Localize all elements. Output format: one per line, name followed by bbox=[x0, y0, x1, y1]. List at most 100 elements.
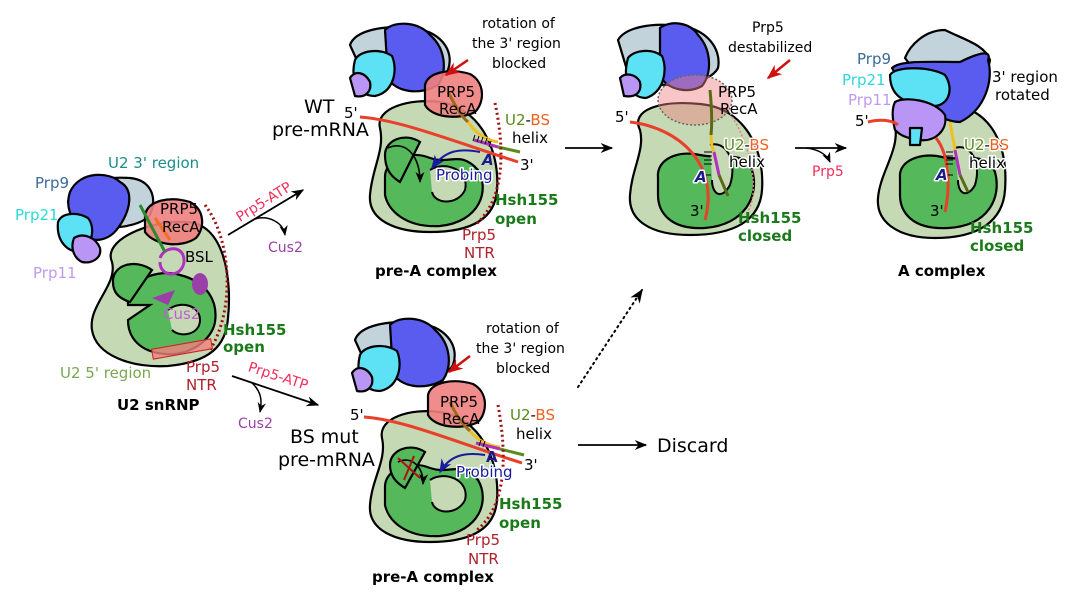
mut-red-arrow bbox=[447, 355, 471, 373]
intermediate-complex: Prp5 destabilized PRP5 RecA 5' 3' U2-BS … bbox=[615, 20, 812, 245]
wt-pre-mrna bbox=[359, 115, 519, 164]
mut-prp5-reca-1: PRP5 bbox=[440, 393, 478, 411]
mut-annotation-2: the 3' region bbox=[476, 341, 565, 357]
wt-substrate-1: WT bbox=[304, 96, 335, 118]
wt-hsh155-inner bbox=[429, 165, 467, 203]
wt-base-pairing bbox=[472, 134, 492, 148]
prp11-subunit bbox=[71, 234, 102, 264]
wt-hsh155-1: Hsh155 bbox=[495, 191, 558, 209]
transition-to-mut: Prp5-ATP Cus2 bbox=[231, 359, 320, 432]
a-helix-u2-text: U2 bbox=[964, 136, 985, 154]
label-prp11: Prp11 bbox=[33, 264, 77, 282]
wt-hsh-rotation-arrow bbox=[387, 145, 425, 184]
int-annotation-2: destabilized bbox=[728, 40, 812, 56]
transition-to-wt: Prp5-ATP Cus2 bbox=[227, 179, 305, 256]
mut-pre-mrna bbox=[363, 415, 523, 465]
int-red-arrow bbox=[766, 59, 791, 79]
wt-prp5-reca-1: PRP5 bbox=[437, 83, 475, 101]
mut-u2-yellow bbox=[468, 430, 501, 449]
a-branch-a: A bbox=[935, 166, 948, 184]
bsl-loop bbox=[158, 247, 186, 276]
mut-hsh155-inner bbox=[429, 475, 467, 513]
int-five-prime: 5' bbox=[615, 108, 629, 126]
mut-hsh155-1: Hsh155 bbox=[499, 495, 562, 513]
u2-strand-orange bbox=[153, 217, 172, 241]
label-u2-3prime-region: U2 3' region bbox=[108, 154, 199, 172]
wt-pre-a-complex: rotation of the 3' region blocked PRP5 R… bbox=[272, 16, 561, 280]
cus2-blob-2 bbox=[152, 290, 175, 305]
a-helix-bs: BS bbox=[989, 136, 1009, 154]
wt-helix-u2: U2-BS bbox=[505, 111, 550, 129]
arrow-to-mut bbox=[231, 375, 320, 407]
a-title: A complex bbox=[898, 262, 986, 280]
int-u2-yellow bbox=[709, 134, 716, 153]
label-prp5-reca-2: RecA bbox=[162, 218, 200, 236]
mut-helix-u2: U2-BS bbox=[510, 406, 555, 424]
a-helix-label: helix bbox=[969, 154, 1005, 172]
int-pre-mrna bbox=[629, 120, 710, 221]
label-prp5-reca-1: PRP5 bbox=[160, 200, 198, 218]
mut-base-pairing bbox=[478, 439, 486, 448]
int-prp9 bbox=[658, 22, 711, 92]
release-arrow-cus2-bottom bbox=[251, 382, 266, 414]
arrow-to-wt bbox=[227, 189, 305, 236]
a-u2-yellow bbox=[948, 121, 957, 151]
wt-prp5-reca bbox=[423, 70, 483, 118]
mut-hsh155-2: open bbox=[499, 514, 541, 532]
int-helix-u2: U2-BS bbox=[724, 136, 769, 154]
mut-prp5-ntr-dotted bbox=[476, 404, 505, 532]
wt-probing-arrow bbox=[431, 149, 481, 170]
wt-substrate-2: pre-mRNA bbox=[272, 119, 369, 141]
wt-u2-yellow bbox=[466, 121, 499, 144]
wt-probing-label: Probing bbox=[436, 166, 493, 184]
mut-annotation-3: blocked bbox=[496, 361, 550, 377]
int-u2-green bbox=[717, 174, 730, 197]
mut-prp5-reca bbox=[426, 380, 486, 428]
wt-annotation-2: the 3' region bbox=[472, 36, 561, 52]
mut-probing-arrow bbox=[439, 453, 486, 474]
a-base-pairing bbox=[946, 151, 953, 176]
wt-red-arrow bbox=[444, 58, 469, 77]
wt-u2-strand bbox=[446, 91, 470, 124]
label-prp5-ntr-2: NTR bbox=[186, 376, 217, 394]
label-prp5-atp-top: Prp5-ATP bbox=[234, 179, 295, 225]
mut-prp9 bbox=[388, 317, 450, 388]
a-u2-green bbox=[958, 174, 970, 193]
wt-annotation-3: blocked bbox=[492, 56, 546, 72]
mut-pre-a-complex: rotation of the 3' region blocked PRP5 R… bbox=[278, 317, 565, 586]
int-u2-strand bbox=[708, 89, 714, 136]
wt-three-prime: 3' bbox=[520, 156, 534, 174]
a-label-prp9: Prp9 bbox=[857, 50, 891, 68]
prp5-ntr-dotted bbox=[203, 204, 229, 351]
title-u2-snrnp: U2 snRNP bbox=[117, 396, 200, 414]
a-complex: Prp9 Prp21 Prp11 5' 3' region rotated U2… bbox=[842, 28, 1058, 280]
wt-prp5-ntr-dotted bbox=[474, 102, 503, 227]
hsh155-inner bbox=[167, 303, 202, 336]
wt-prp11 bbox=[348, 72, 372, 98]
label-u2-5prime-region: U2 5' region bbox=[60, 364, 151, 382]
int-helix-u2-text: U2 bbox=[724, 136, 745, 154]
wt-hsh155-lobe bbox=[383, 136, 422, 184]
u2-snrnp-complex: U2 3' region Prp9 Prp21 Prp11 PRP5 RecA … bbox=[15, 154, 286, 414]
mut-title: pre-A complex bbox=[372, 568, 494, 586]
label-discard: Discard bbox=[657, 435, 728, 457]
int-base-pairing bbox=[704, 151, 712, 176]
a-label-prp21: Prp21 bbox=[842, 71, 886, 89]
int-prp5-reca-1: PRP5 bbox=[718, 83, 756, 101]
int-prp11 bbox=[618, 73, 642, 98]
a-hsh155-2: closed bbox=[970, 237, 1024, 255]
a-annotation-2: rotated bbox=[995, 86, 1050, 104]
mut-annotation-1: rotation of bbox=[486, 321, 560, 337]
a-five-prime: 5' bbox=[855, 112, 869, 130]
mut-helix-u2-text: U2 bbox=[510, 406, 531, 424]
mut-five-prime: 5' bbox=[350, 406, 364, 424]
wt-u2-magenta bbox=[473, 138, 499, 149]
transition-to-a-complex: Prp5 bbox=[795, 142, 848, 180]
a-hsh155-1: Hsh155 bbox=[970, 219, 1033, 237]
prp5-reca bbox=[143, 198, 204, 246]
mut-prp5-ntr-1: Prp5 bbox=[466, 531, 500, 549]
int-u2-magenta bbox=[712, 151, 721, 176]
wt-prp9 bbox=[383, 22, 445, 93]
label-hsh155-2: open bbox=[223, 338, 265, 356]
